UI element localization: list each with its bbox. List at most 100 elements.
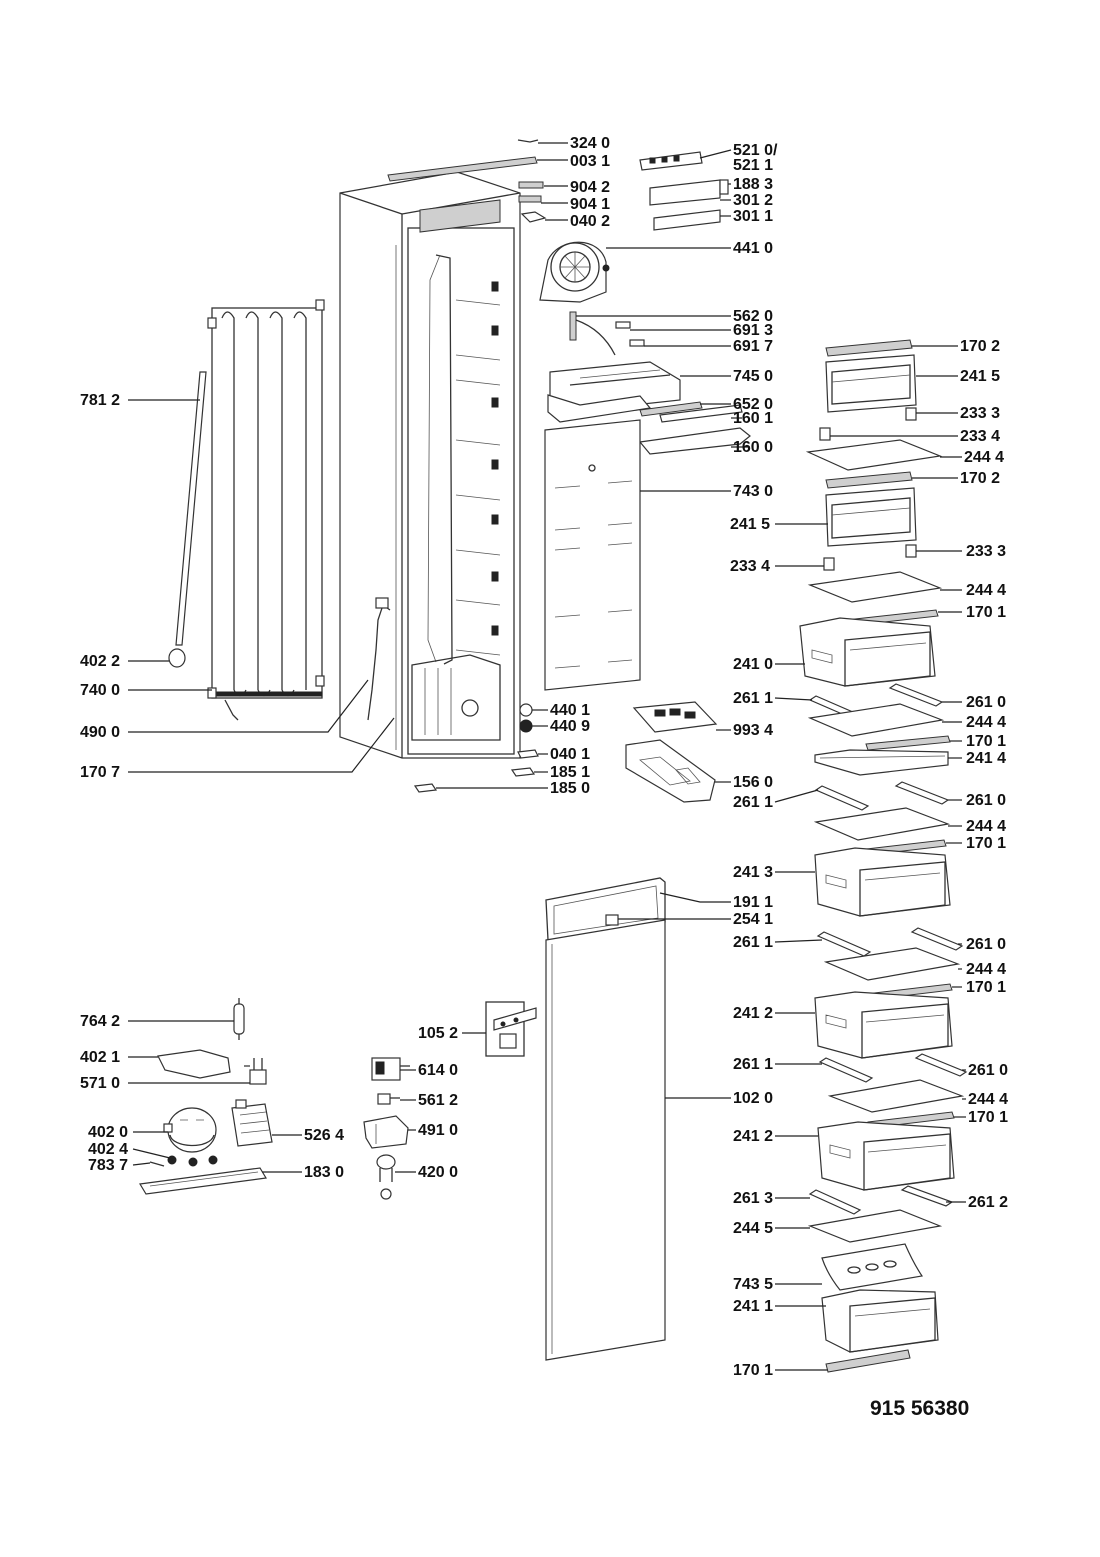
callout-2334-a: 233 4 [960,428,1000,445]
callout-2444-f: 244 4 [968,1091,1008,1108]
callout-2611-c: 261 1 [733,934,773,951]
callout-7430: 743 0 [733,483,773,500]
callout-4410: 441 0 [733,240,773,257]
callout-4910: 491 0 [418,1122,458,1139]
rail-2611-d [818,1057,874,1083]
callout-2444-c: 244 4 [966,714,1006,731]
callout-7642: 764 2 [80,1013,120,1030]
compressor-4020 [163,1107,217,1153]
callout-2610-a: 261 0 [966,694,1006,711]
small-clip [517,139,539,143]
feet-4024 [167,1155,218,1167]
callout-2415-a: 241 5 [960,368,1000,385]
drawer-2410 [799,617,936,687]
leader-lines [128,142,966,1371]
trim-1701-f [825,1349,911,1373]
rail-2610-d [914,1053,968,1077]
callout-1560: 156 0 [733,774,773,791]
relay-5710 [244,1058,267,1085]
drawer-2415-b [825,487,917,547]
fan-5264 [231,1099,273,1147]
part-4409 [519,719,533,733]
callout-1883: 188 3 [733,176,773,193]
callout-7837: 783 7 [88,1157,128,1174]
document-number: 915 56380 [870,1397,969,1420]
back-panel [544,419,641,691]
part-9042 [518,181,544,189]
trim-1702-b [825,471,913,489]
cabinet-body [339,171,521,759]
clip-2333-a [905,407,917,421]
connector-5612 [377,1093,400,1105]
callout-9041: 904 1 [570,196,610,213]
callout-2444-a: 244 4 [964,449,1004,466]
callout-7435: 743 5 [733,1276,773,1293]
callout-6140: 614 0 [418,1062,458,1079]
fan-assembly [539,241,610,303]
glass-2444-d [813,807,951,841]
callout-2412-a: 241 2 [733,1005,773,1022]
part-9041 [518,195,542,203]
drawer-2411 [821,1289,939,1353]
callout-4200: 420 0 [418,1164,458,1181]
callout-1701-b: 170 1 [966,733,1006,750]
callout-2412-b: 241 2 [733,1128,773,1145]
glass-2444-b [807,571,943,603]
callout-2611-d: 261 1 [733,1056,773,1073]
rail-2611-c [816,931,872,957]
callout-1701-a: 170 1 [966,604,1006,621]
callout-1701-c: 170 1 [966,835,1006,852]
callout-0031: 003 1 [570,153,610,170]
rail-2612 [900,1185,954,1207]
clip-2334-b [823,557,835,571]
callout-2612: 261 2 [968,1194,1008,1211]
rail-2611-b [814,785,870,811]
part-4401 [519,703,533,717]
callout-1830: 183 0 [304,1164,344,1181]
tray-9934 [632,701,718,733]
drawer-2412-a [814,991,953,1059]
clip-2334-a [819,427,831,441]
callout-5211: 521 1 [733,157,773,174]
glass-2445 [807,1209,943,1243]
callout-1707: 170 7 [80,764,120,781]
door-gasket-1911 [545,877,666,941]
pipe-7812 [175,371,207,646]
drawer-2414 [814,749,949,776]
tray-4021 [157,1049,231,1079]
callout-2444-b: 244 4 [966,582,1006,599]
callout-2334-b: 233 4 [730,558,770,575]
callout-1701-e: 170 1 [968,1109,1008,1126]
callout-2610-d: 261 0 [968,1062,1008,1079]
callout-2413: 241 3 [733,864,773,881]
callout-1020: 102 0 [733,1090,773,1107]
callout-2613: 261 3 [733,1190,773,1207]
drawer-2413 [814,847,951,917]
callout-1052: 105 2 [418,1025,458,1042]
callout-3012: 301 2 [733,192,773,209]
top-trim-strip [387,156,538,182]
hinge-2541 [605,914,619,926]
callout-5612: 561 2 [418,1092,458,1109]
callout-2444-d: 244 4 [966,818,1006,835]
shelf-supports [455,281,501,656]
capacitor-4200 [376,1154,396,1200]
callout-1701-d: 170 1 [966,979,1006,996]
trim-1701-b [865,735,951,751]
rail-2610-a [888,683,944,707]
base-plate-1830 [139,1167,267,1195]
callout-6913: 691 3 [733,322,773,339]
evaporator-housing [547,361,681,423]
callout-2610-b: 261 0 [966,792,1006,809]
cover-7435 [821,1243,924,1291]
callout-7400: 740 0 [80,682,120,699]
callout-1702-b: 170 2 [960,470,1000,487]
part-6520 [639,401,703,417]
condenser-coil [207,299,325,721]
callout-0402: 040 2 [570,213,610,230]
sensor-group [569,311,645,356]
callout-2414: 241 4 [966,750,1006,767]
valve-6140 [371,1057,410,1081]
callout-1851: 185 1 [550,764,590,781]
callout-1850: 185 0 [550,780,590,797]
